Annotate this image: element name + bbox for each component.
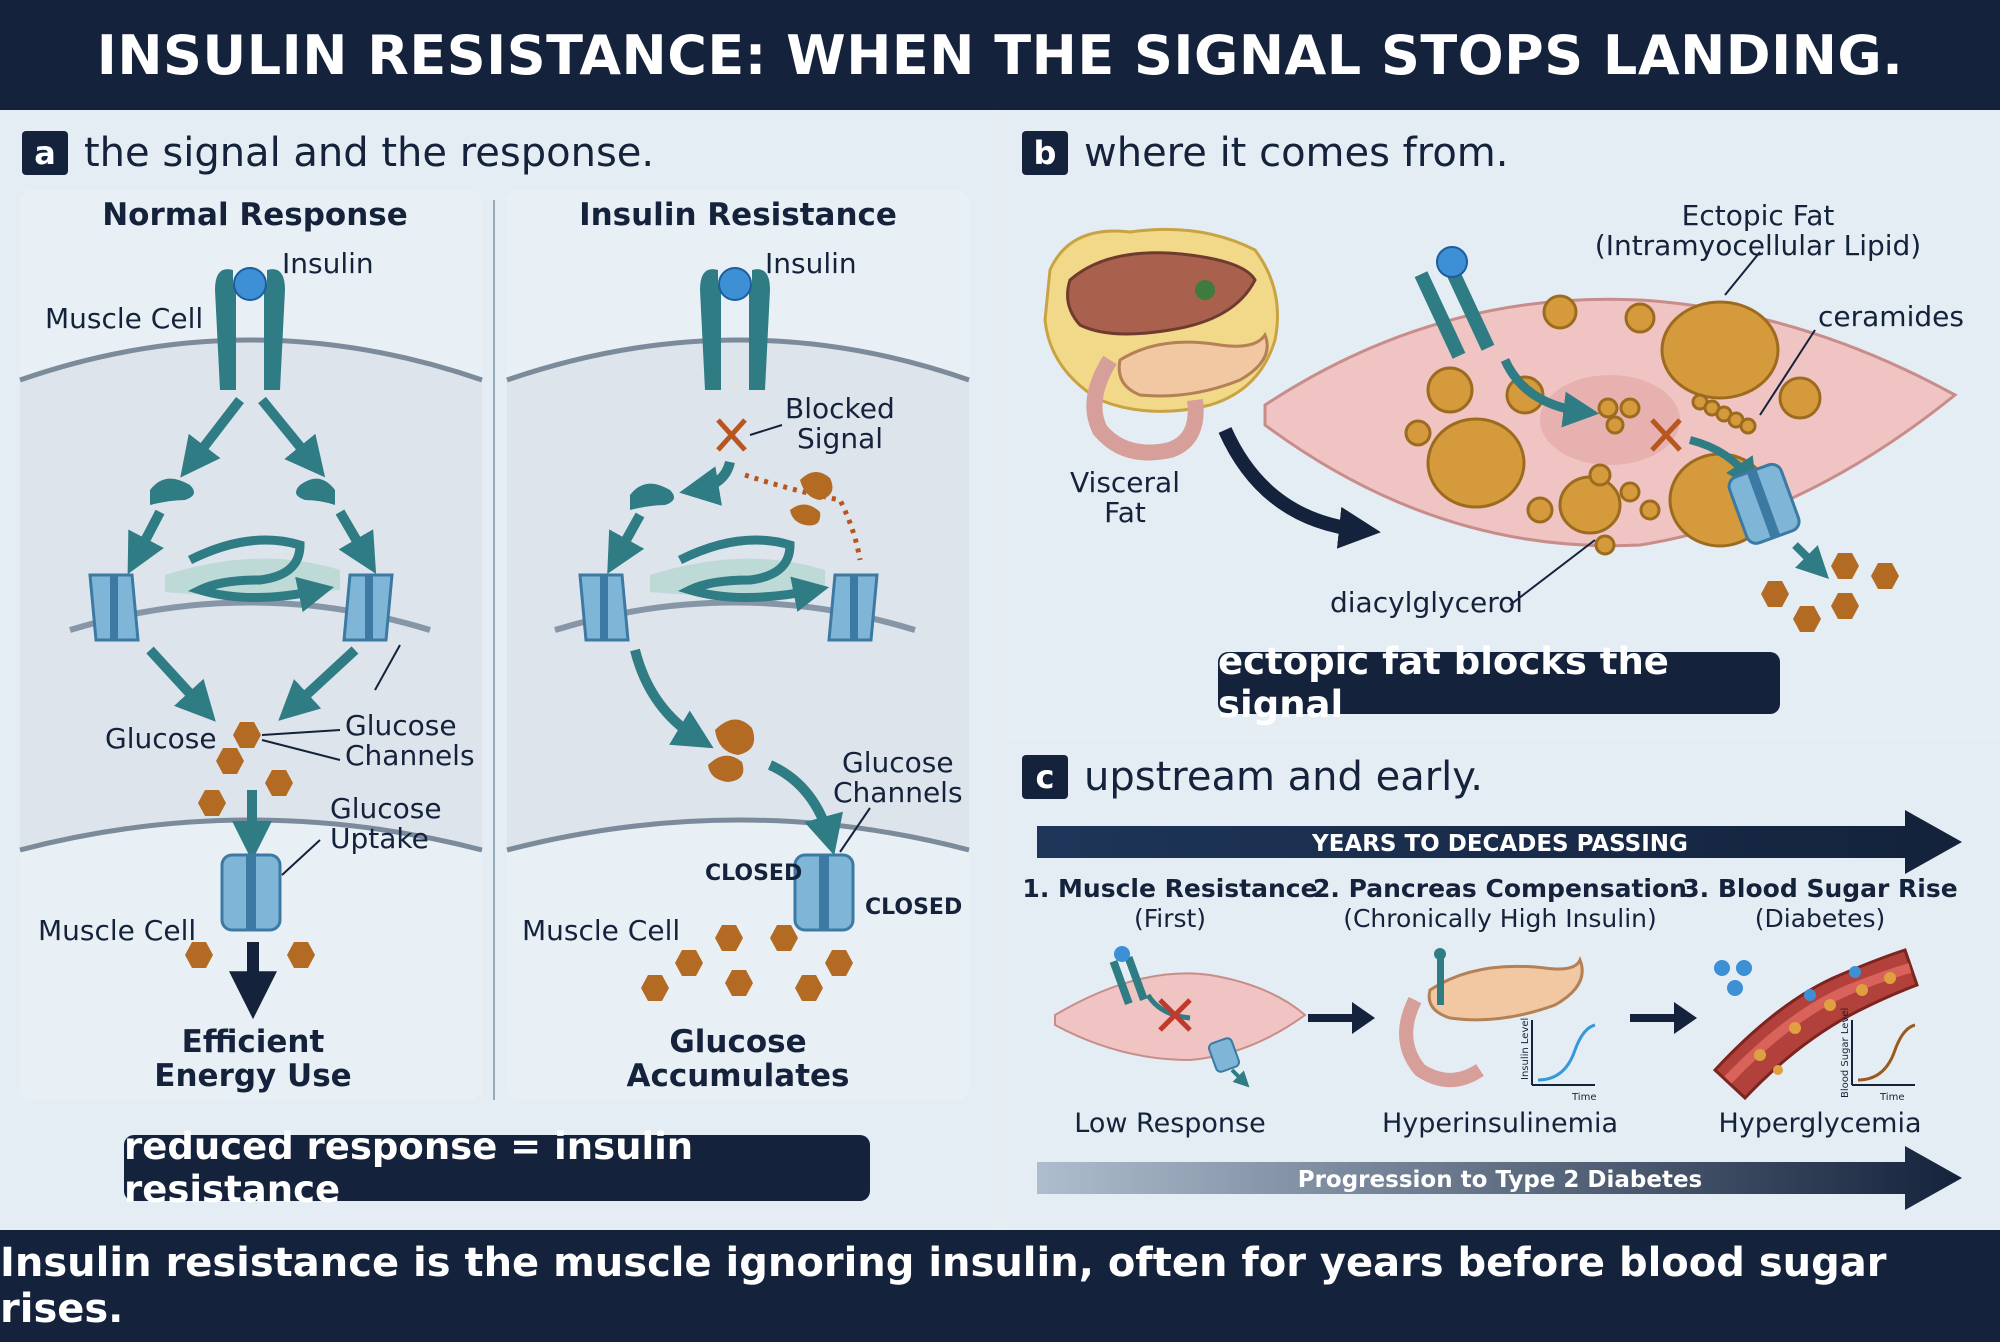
normal-uptake-channel xyxy=(220,853,282,932)
stage-1-caption: Low Response xyxy=(1074,1108,1265,1139)
resistance-channel-right xyxy=(827,573,879,642)
normal-outcome-1: Efficient xyxy=(182,1024,325,1060)
stage-2-y-axis: Insulin Level xyxy=(1520,1018,1531,1080)
resistance-channels-label-2: Channels xyxy=(833,776,963,809)
panel-b-diagram: Visceral Fat xyxy=(1043,199,1964,632)
progression-arrow xyxy=(1037,1146,1962,1210)
ectopic-label-1: Ectopic Fat xyxy=(1682,199,1835,232)
panel-a-diagram: Normal Response Insulin Muscle Cell xyxy=(19,190,970,1100)
resistance-closed-channel xyxy=(793,853,855,932)
visceral-label-2: Fat xyxy=(1104,496,1146,529)
blocked-x-mark xyxy=(716,418,747,452)
panel-a-label: a the signal and the response. xyxy=(22,130,654,176)
closed-label-left: CLOSED xyxy=(705,861,802,886)
panel-c-diagram: YEARS TO DECADES PASSING 1. Muscle Resis… xyxy=(1022,810,1962,1210)
normal-heading: Normal Response xyxy=(102,197,408,233)
panel-c-title: upstream and early. xyxy=(1084,754,1483,800)
resistance-muscle-cell: Muscle Cell xyxy=(522,914,680,947)
normal-channels-label-2: Channels xyxy=(345,739,475,772)
stage-3-subtitle: (Diabetes) xyxy=(1755,904,1885,933)
muscle-glucose-cluster xyxy=(1761,553,1899,632)
muscle-blocked-x xyxy=(1650,418,1682,452)
normal-glucose-cluster xyxy=(185,722,315,968)
resistance-outcome-1: Glucose xyxy=(669,1024,806,1060)
normal-signal-protein-right xyxy=(296,478,335,505)
panel-c-badge: c xyxy=(1022,755,1068,799)
panel-c-label: c upstream and early. xyxy=(1022,754,1483,800)
footer-text: Insulin resistance is the muscle ignorin… xyxy=(0,1230,2000,1342)
stage-3-caption: Hyperglycemia xyxy=(1718,1108,1921,1139)
diacylglycerol-label: diacylglycerol xyxy=(1330,586,1523,619)
resistance-channels-label-1: Glucose xyxy=(842,746,954,779)
visceral-to-muscle-arrow xyxy=(1218,427,1381,549)
resistance-insulin-label: Insulin xyxy=(765,247,857,280)
panel-b-badge: b xyxy=(1022,131,1068,175)
normal-channel-right xyxy=(342,573,394,642)
resistance-fat-blob-2 xyxy=(790,504,821,526)
normal-diagram: Normal Response Insulin Muscle Cell xyxy=(19,197,483,1094)
stage-2-title: 2. Pancreas Compensation xyxy=(1313,874,1687,903)
normal-outcome-2: Energy Use xyxy=(154,1058,351,1094)
muscle-insulin-molecule xyxy=(1436,246,1468,278)
stage-3-x-axis: Time xyxy=(1879,1092,1904,1103)
stage-2-x-axis: Time xyxy=(1571,1092,1596,1103)
stage-3-title: 3. Blood Sugar Rise xyxy=(1682,874,1957,903)
normal-muscle-cell-bottom: Muscle Cell xyxy=(38,914,196,947)
normal-uptake-label-1: Glucose xyxy=(330,792,442,825)
ectopic-label-2: (Intramyocellular Lipid) xyxy=(1595,229,1921,262)
resistance-diagram: Insulin Resistance Insulin Blocked Signa… xyxy=(506,197,970,1094)
resistance-heading: Insulin Resistance xyxy=(579,197,897,233)
normal-insulin-molecule xyxy=(233,267,267,301)
normal-glucose-label: Glucose xyxy=(105,722,217,755)
normal-insulin-label: Insulin xyxy=(282,247,374,280)
stage-1-subtitle: (First) xyxy=(1134,904,1206,933)
panel-a-title: the signal and the response. xyxy=(84,130,655,176)
stage-1-muscle-icon xyxy=(1054,946,1307,1088)
liver-icon xyxy=(1066,251,1257,336)
timeline-label: YEARS TO DECADES PASSING xyxy=(1311,831,1688,857)
resistance-insulin-receptor xyxy=(700,269,770,390)
intestine-icon xyxy=(1086,355,1204,461)
blocked-label-2: Signal xyxy=(797,422,883,455)
closed-label-right: CLOSED xyxy=(865,895,962,920)
normal-uptake-label-2: Uptake xyxy=(330,822,429,855)
panel-b-label: b where it comes from. xyxy=(1022,130,1508,176)
resistance-channel-left xyxy=(578,573,630,642)
panel-a-summary: reduced response = insulin resistance xyxy=(124,1125,870,1211)
stage-1-title: 1. Muscle Resistance xyxy=(1022,874,1317,903)
muscle-insulin-receptor xyxy=(1414,263,1495,359)
ceramides-label: ceramides xyxy=(1818,300,1964,333)
normal-signal-protein-left xyxy=(150,478,194,505)
timeline-arrow xyxy=(1037,810,1962,874)
stage-3-blood-vessel-icon xyxy=(1712,948,1919,1101)
stage-2-pancreas-icon xyxy=(1399,948,1596,1087)
normal-channel-left xyxy=(88,573,140,642)
normal-channels-label-1: Glucose xyxy=(345,709,457,742)
resistance-fat-blob-1 xyxy=(800,471,833,500)
header-title: INSULIN RESISTANCE: WHEN THE SIGNAL STOP… xyxy=(0,0,2000,110)
resistance-fat-blob-4 xyxy=(708,755,744,782)
resistance-fat-blob-3 xyxy=(715,719,755,755)
blocked-label-1: Blocked xyxy=(785,392,895,425)
resistance-outcome-2: Accumulates xyxy=(626,1058,849,1094)
normal-cell-membrane-top xyxy=(19,337,483,383)
stage-3-y-axis: Blood Sugar Level xyxy=(1840,1008,1851,1098)
muscle-glucose-channel xyxy=(1727,462,1801,545)
normal-muscle-cell-top: Muscle Cell xyxy=(45,302,203,335)
panel-a-badge: a xyxy=(22,131,68,175)
visceral-label-1: Visceral xyxy=(1070,466,1180,499)
panel-b-summary: ectopic fat blocks the signal xyxy=(1218,640,1780,726)
resistance-glucose-cluster xyxy=(641,925,853,1001)
resistance-insulin-molecule xyxy=(718,267,752,301)
pancreas-icon xyxy=(1117,331,1269,398)
normal-insulin-receptor xyxy=(215,269,285,390)
visceral-fat-organs xyxy=(1043,227,1279,461)
stage-2-subtitle: (Chronically High Insulin) xyxy=(1343,904,1657,933)
stage-2-caption: Hyperinsulinemia xyxy=(1382,1108,1618,1139)
progression-label: Progression to Type 2 Diabetes xyxy=(1298,1167,1703,1193)
panel-b-title: where it comes from. xyxy=(1084,130,1509,176)
